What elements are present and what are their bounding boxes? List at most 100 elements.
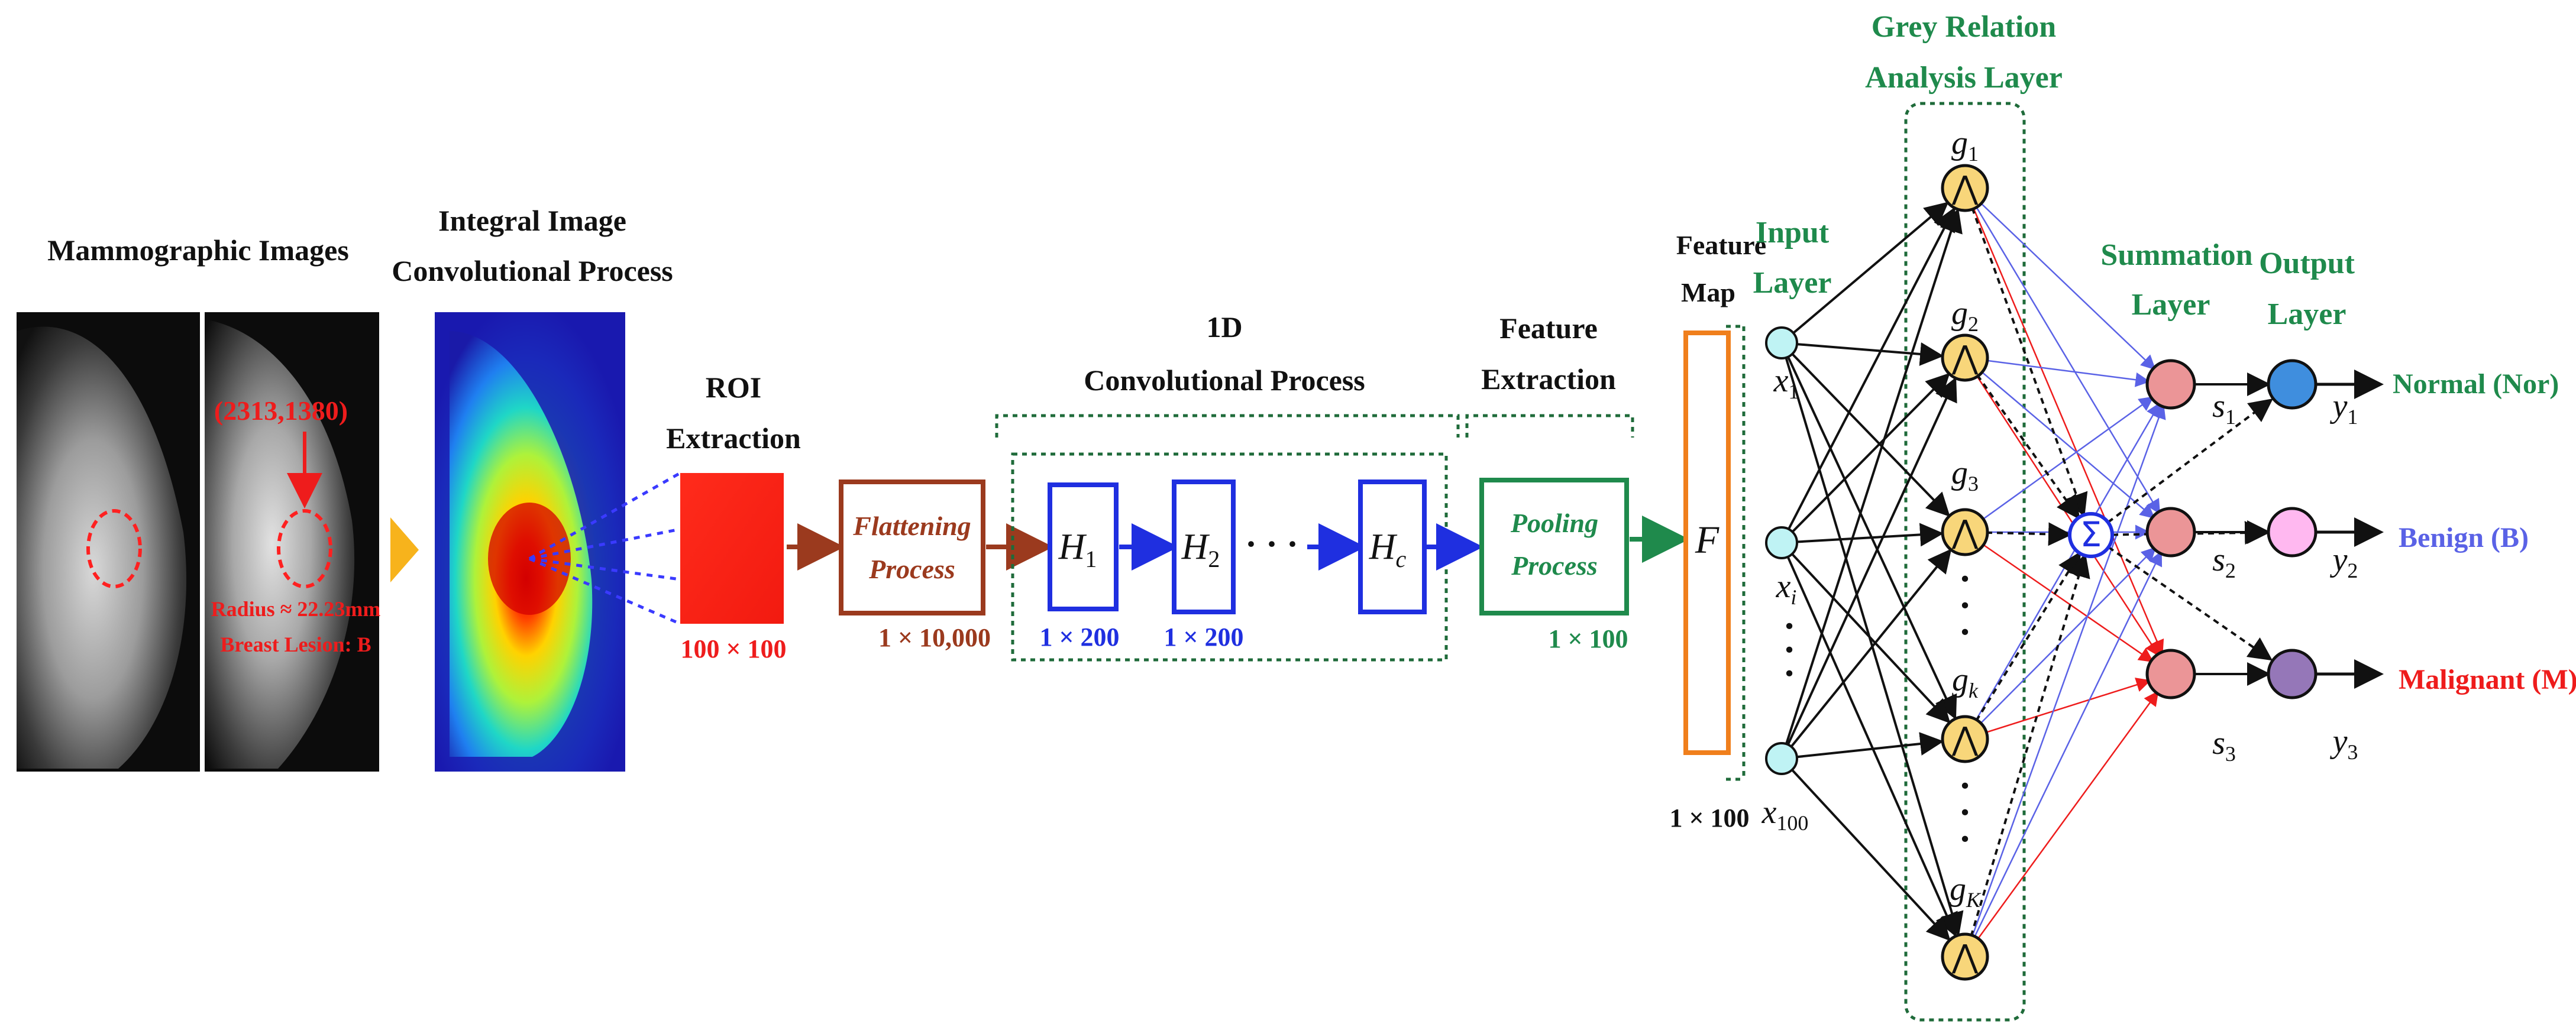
pooling-stage: Feature Extraction Pooling Process 1 × 1… bbox=[1465, 312, 1634, 653]
input-layer-title-2: Layer bbox=[1753, 266, 1832, 300]
grey-node-symbol-g3: ⋀ bbox=[1951, 513, 1979, 550]
mammogram-left-tissue bbox=[17, 326, 187, 769]
conv-block-hc bbox=[1358, 480, 1427, 614]
conv-block-h1-label: H1 bbox=[1058, 527, 1097, 572]
edge-gK-s2 bbox=[1964, 550, 2163, 957]
lesion-radius: Radius ≈ 22.23mm bbox=[211, 597, 381, 621]
input-dot-3: · bbox=[1783, 652, 1795, 694]
mammographic-stage: Mammographic Images (2313,1380) Radius ≈… bbox=[17, 234, 380, 772]
feature-map-dimension: 1 × 100 bbox=[1669, 804, 1749, 832]
mammogram-right-tissue bbox=[205, 319, 355, 769]
edge-x100-g1 bbox=[1780, 208, 1963, 759]
y1-label: y1 bbox=[2330, 388, 2358, 429]
edge-x100-g2 bbox=[1780, 377, 1957, 759]
roi-title-2: Extraction bbox=[666, 422, 801, 455]
conv-block-hc-label: Hc bbox=[1369, 527, 1407, 572]
gK-label: gK bbox=[1950, 871, 1982, 912]
edge-gk-s3 bbox=[1964, 678, 2151, 740]
feature-map-title-2: Map bbox=[1681, 277, 1735, 307]
output-node-y1 bbox=[2267, 359, 2318, 410]
pooling-label-2: Process bbox=[1511, 550, 1598, 581]
edge-x100-gk bbox=[1781, 732, 1944, 760]
edge-g1-s1 bbox=[1964, 187, 2156, 370]
sum-node bbox=[2068, 512, 2114, 558]
output-benign: Benign (B) bbox=[2399, 522, 2529, 553]
grey-layer-title-2: Analysis Layer bbox=[1865, 61, 2063, 95]
summation-layer-title-2: Layer bbox=[2132, 288, 2210, 322]
conv-block-h2-label: H2 bbox=[1181, 527, 1220, 572]
roi-image bbox=[680, 473, 784, 624]
integral-stage: Integral Image Convolutional Process bbox=[392, 204, 673, 772]
image-divider bbox=[200, 312, 205, 772]
grey-dot-5: · bbox=[1958, 791, 1971, 833]
feature-map-title-1: Feature bbox=[1676, 230, 1766, 260]
flatten-stage: Flattening Process 1 × 10,000 bbox=[839, 480, 991, 652]
roi-projection-lines bbox=[528, 471, 681, 626]
mammographic-title: Mammographic Images bbox=[47, 234, 349, 267]
edge-x1-g1 bbox=[1780, 202, 1949, 344]
gk-label: gk bbox=[1952, 662, 1979, 702]
edge-x100-gK bbox=[1780, 757, 1951, 941]
edge-g2-s2 bbox=[1964, 357, 2155, 519]
flatten-label-1: Flattening bbox=[852, 511, 971, 541]
edge-gK-s1 bbox=[1964, 403, 2166, 957]
grey-node-gK bbox=[1941, 932, 1989, 981]
feature-map-bar bbox=[1683, 331, 1731, 755]
conv-dim-2: 1 × 200 bbox=[1163, 623, 1243, 652]
y3-label: y3 bbox=[2330, 723, 2358, 764]
grey-node-symbol-g1: ⋀ bbox=[1951, 169, 1979, 206]
grey-dot-3: · bbox=[1958, 611, 1971, 653]
roi-dimension: 100 × 100 bbox=[680, 634, 786, 663]
s1-label: s1 bbox=[2212, 388, 2236, 429]
conv-block-h2 bbox=[1172, 480, 1236, 614]
output-layer-title-1: Output bbox=[2259, 247, 2355, 280]
pooling-title-2: Extraction bbox=[1481, 362, 1616, 396]
grey-dot-4: · bbox=[1958, 764, 1971, 806]
pooling-dimension: 1 × 100 bbox=[1548, 624, 1628, 653]
flatten-label-2: Process bbox=[868, 554, 955, 584]
edge-g1-s2 bbox=[1964, 187, 2161, 514]
edge-x1-g3 bbox=[1780, 342, 1950, 517]
lesion-coordinate: (2313,1380) bbox=[214, 396, 348, 426]
input-node-x1 bbox=[1765, 326, 1798, 359]
grey-node-g1 bbox=[1941, 164, 1989, 212]
flatten-box bbox=[839, 480, 985, 615]
grey-node-gk bbox=[1941, 715, 1989, 763]
edge-x100-g3 bbox=[1780, 548, 1952, 760]
edge-g3-sum bbox=[1964, 522, 2073, 546]
edge-xi-gk bbox=[1780, 542, 1951, 724]
integral-title-2: Convolutional Process bbox=[392, 254, 673, 287]
output-malignant: Malignant (M) bbox=[2399, 664, 2576, 695]
summation-layer-title-1: Summation bbox=[2100, 238, 2252, 272]
summation-node-s3 bbox=[2145, 649, 2196, 699]
stage-arrow-icon bbox=[390, 517, 419, 582]
conv-dim-1: 1 × 200 bbox=[1039, 623, 1119, 652]
conv-ellipsis: · · · bbox=[1245, 524, 1298, 563]
edge-sum-y3 bbox=[2090, 534, 2273, 661]
pooling-bracket bbox=[1465, 414, 1634, 438]
flatten-dimension: 1 × 10,000 bbox=[878, 623, 991, 652]
pooling-box bbox=[1479, 478, 1629, 615]
grey-dot-2: · bbox=[1958, 584, 1971, 626]
grey-layer-title-1: Grey Relation bbox=[1872, 10, 2057, 44]
conv-block-h1 bbox=[1048, 482, 1119, 611]
conv1d-bracket bbox=[995, 414, 1460, 438]
lesion-marker-left bbox=[86, 509, 142, 588]
lesion-type: Breast Lesion: B bbox=[220, 633, 371, 656]
conv1d-group bbox=[1011, 452, 1448, 662]
roi-stage: ROI Extraction 100 × 100 bbox=[666, 371, 801, 663]
heatmap-background bbox=[435, 312, 625, 772]
lesion-marker-right bbox=[277, 509, 332, 588]
output-layer-title-2: Layer bbox=[2268, 297, 2346, 331]
s2-label: s2 bbox=[2212, 542, 2236, 582]
g1-label: g1 bbox=[1951, 125, 1979, 166]
summation-node-s2 bbox=[2145, 507, 2196, 558]
edge-xi-g3 bbox=[1781, 523, 1944, 547]
network-nodes: ⋀⋀⋀⋀⋀Σ bbox=[1765, 164, 2318, 981]
conv1d-stage: 1D Convolutional Process H1 H2 · · · Hc … bbox=[995, 310, 1460, 662]
input-dot-2: · bbox=[1783, 628, 1795, 670]
input-node-x100 bbox=[1765, 742, 1798, 775]
edge-g3-s3 bbox=[1964, 531, 2154, 663]
edge-g3-s1 bbox=[1964, 396, 2154, 533]
